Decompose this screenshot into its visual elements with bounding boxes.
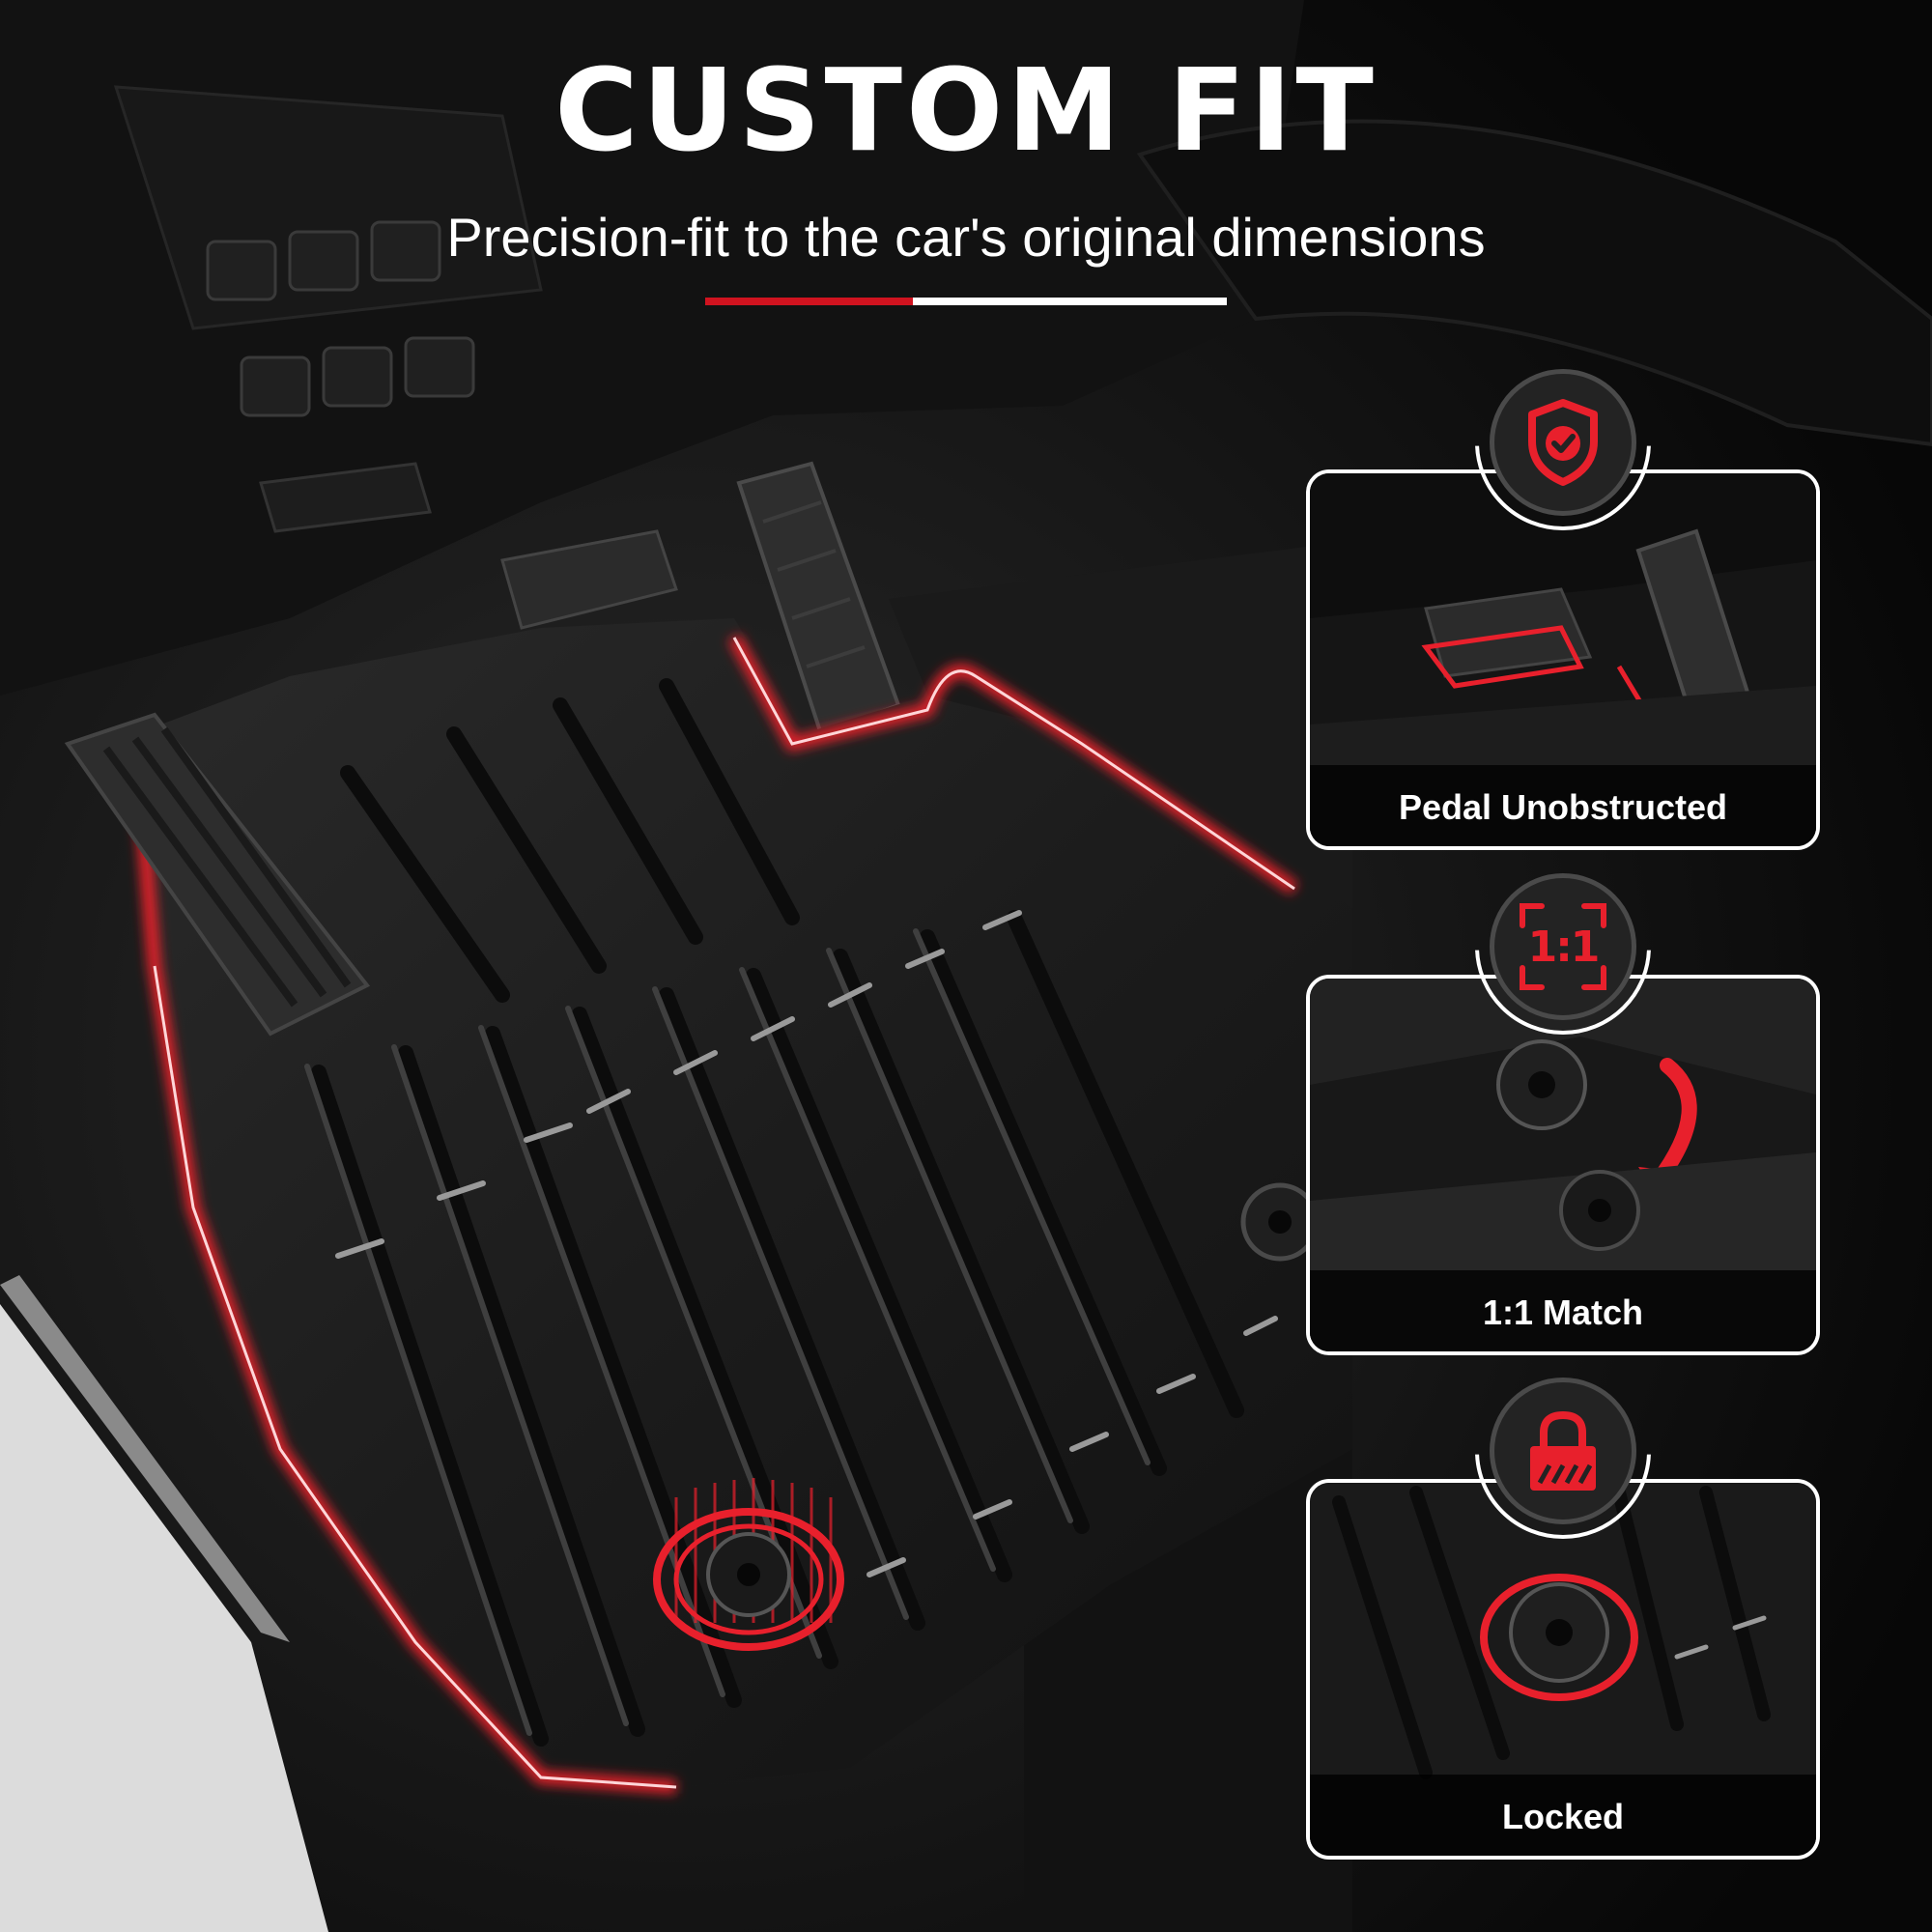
page-subtitle: Precision-fit to the car's original dime…	[446, 207, 1486, 268]
title-divider-red	[705, 298, 913, 305]
shield-check-icon	[1475, 369, 1651, 530]
feature-caption: Pedal Unobstructed	[1398, 787, 1728, 827]
retention-clip-highlight	[653, 1478, 844, 1651]
floor-mat	[64, 618, 1352, 1794]
page-title: CUSTOM FIT	[554, 43, 1378, 177]
feature-caption: Locked	[1501, 1797, 1625, 1836]
ratio-label: 1:1	[1527, 922, 1601, 972]
caption-bar	[1310, 1270, 1816, 1351]
brake-pedal	[500, 529, 678, 630]
dashboard-buttons	[206, 220, 475, 417]
feature-caption: 1:1 Match	[1482, 1293, 1644, 1332]
feature-card-pedal-unobstructed: Pedal Unobstructed	[1306, 469, 1820, 850]
feature-card-1-1-match: 1:1 Match	[1306, 975, 1820, 1355]
padlock-icon	[1475, 1378, 1651, 1539]
feature-card-locked: Locked	[1306, 1479, 1820, 1860]
caption-bar	[1310, 1775, 1816, 1856]
caption-bar	[1310, 765, 1816, 846]
title-divider-white	[913, 298, 1227, 305]
scan-frame-icon: 1:1	[1475, 873, 1651, 1035]
